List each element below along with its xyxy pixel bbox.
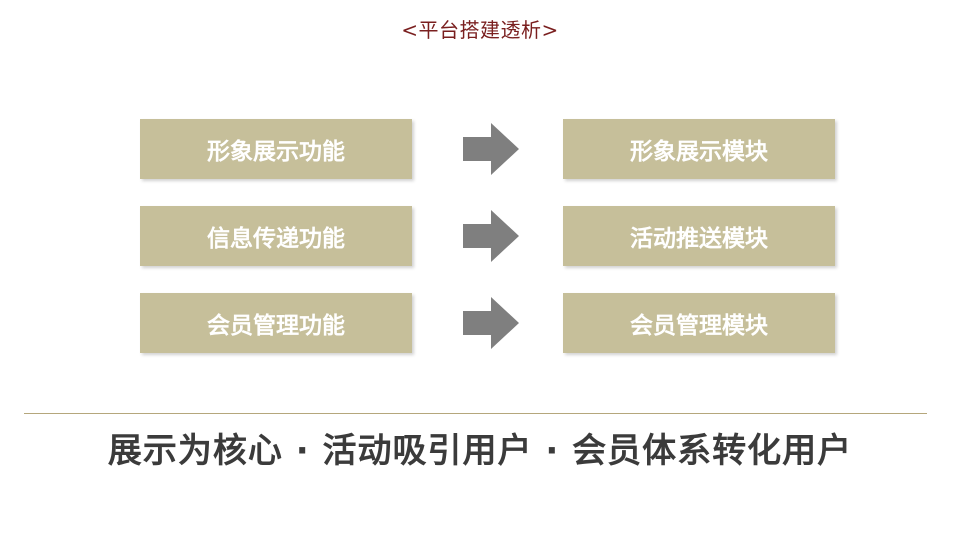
- function-box-member-management: 会员管理功能: [140, 293, 412, 353]
- page-title: <平台搭建透析>: [401, 18, 559, 42]
- function-box-image-display: 形象展示功能: [140, 119, 412, 179]
- right-arrow-icon: [463, 123, 519, 175]
- right-arrow-icon: [463, 210, 519, 262]
- summary-tagline: 展示为核心 · 活动吸引用户 · 会员体系转化用户: [107, 431, 853, 471]
- divider-line: [24, 413, 927, 414]
- module-box-image-display: 形象展示模块: [563, 119, 835, 179]
- function-box-info-delivery: 信息传递功能: [140, 206, 412, 266]
- module-box-member-management: 会员管理模块: [563, 293, 835, 353]
- right-arrow-icon: [463, 297, 519, 349]
- module-box-activity-push: 活动推送模块: [563, 206, 835, 266]
